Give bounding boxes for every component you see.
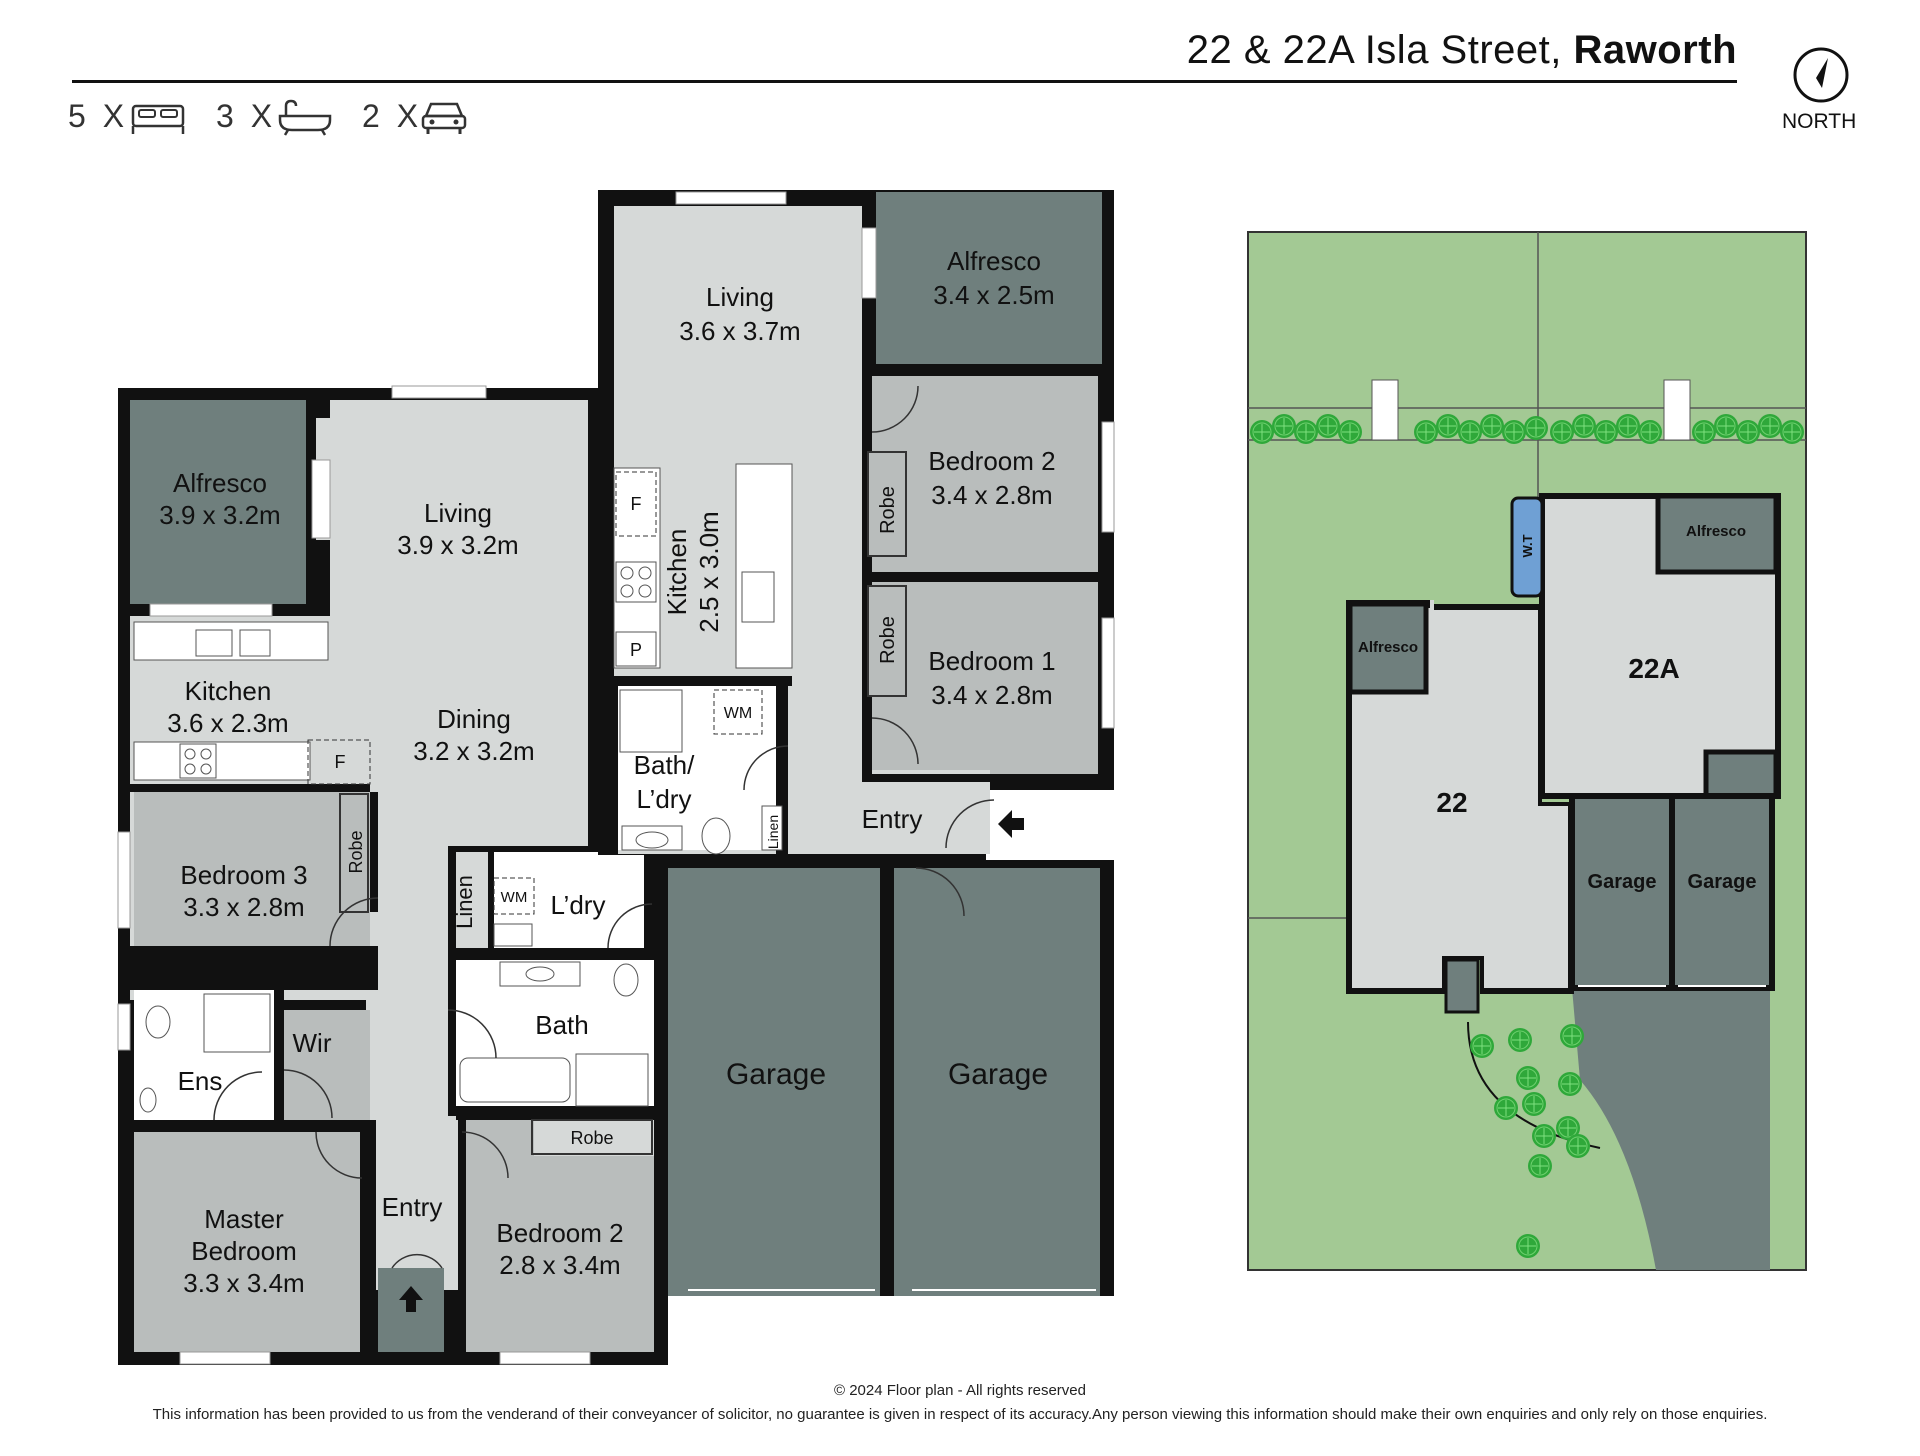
bathroom-count: 3 X	[216, 98, 277, 134]
robe-bedroom-2-22a-label: Robe	[877, 486, 899, 534]
kitchen-22a-dim: 2.5 x 3.0m	[694, 511, 724, 632]
linen-22a-label: Linen	[765, 815, 781, 849]
room-garage-22a	[894, 868, 1112, 1296]
car-count: 2 X	[362, 98, 423, 134]
unit-22-plan	[117, 385, 1114, 1365]
bedroom-2-22a-label: Bedroom 2	[928, 446, 1055, 476]
garage-22a-label: Garage	[948, 1058, 1048, 1091]
bedroom-count: 5 X	[68, 98, 129, 134]
laundry-22-label: L’dry	[551, 890, 606, 920]
bedroom-2-22-label: Bedroom 2	[496, 1218, 623, 1248]
site-unit-22-label: 22	[1436, 787, 1467, 818]
fridge-22a-label: F	[631, 494, 642, 514]
wm-22-label: WM	[501, 889, 528, 906]
bedroom-1-label: Bedroom 1	[928, 646, 1055, 676]
living-22-dim: 3.9 x 3.2m	[397, 530, 518, 560]
robe-bedroom-2-22-label: Robe	[570, 1128, 613, 1148]
address-suburb: Raworth	[1573, 28, 1737, 72]
room-master-bedroom	[134, 1132, 360, 1352]
bedroom-2-22-dim: 2.8 x 3.4m	[499, 1250, 620, 1280]
room-alfresco-22	[130, 400, 306, 604]
site-unit-22a-label: 22A	[1628, 653, 1679, 684]
address-street: 22 & 22A Isla Street,	[1186, 28, 1574, 72]
garage-22-label: Garage	[726, 1058, 826, 1091]
bath-laundry-22a-label-1: Bath/	[634, 750, 695, 780]
alfresco-22a-label: Alfresco	[947, 246, 1041, 276]
room-bedroom-2-22a	[872, 376, 1098, 572]
room-wir	[284, 1010, 370, 1120]
ensuite-label: Ens	[178, 1066, 223, 1096]
alfresco-22-label: Alfresco	[173, 468, 267, 498]
master-bedroom-dim: 3.3 x 3.4m	[183, 1268, 304, 1298]
pantry-label: P	[630, 640, 642, 660]
wir-label: Wir	[293, 1028, 332, 1058]
copyright-notice: © 2024 Floor plan - All rights reserved	[833, 1382, 1086, 1399]
bedroom-1-dim: 3.4 x 2.8m	[931, 680, 1052, 710]
wm-22a-label: WM	[724, 705, 752, 722]
bedroom-2-22a-dim: 3.4 x 2.8m	[931, 480, 1052, 510]
site-garage-22-label: Garage	[1588, 871, 1657, 893]
fridge-22-label: F	[335, 752, 346, 772]
bath-22-label: Bath	[535, 1010, 589, 1040]
living-22-label: Living	[424, 498, 492, 528]
robe-bedroom-3-label: Robe	[346, 830, 366, 873]
water-tank-label: W.T	[1520, 534, 1535, 557]
alfresco-22-dim: 3.9 x 3.2m	[159, 500, 280, 530]
unit-22a-plan	[598, 190, 1115, 917]
master-bedroom-label-1: Master	[204, 1204, 284, 1234]
site-plan	[1247, 231, 1807, 1271]
compass-icon	[1793, 47, 1849, 103]
site-alfresco-22-label: Alfresco	[1358, 639, 1418, 656]
north-label: NORTH	[1782, 110, 1857, 133]
bed-icon	[131, 104, 185, 134]
entry-22a-label: Entry	[862, 804, 923, 834]
room-alfresco-22a	[876, 192, 1102, 364]
alfresco-22a-dim: 3.4 x 2.5m	[933, 280, 1054, 310]
site-garage-22a-label: Garage	[1688, 871, 1757, 893]
room-bedroom-2-22	[464, 1120, 654, 1352]
entry-22-label: Entry	[382, 1192, 443, 1222]
kitchen-22-label: Kitchen	[185, 676, 272, 706]
property-address: 22 & 22A Isla Street, Raworth	[1187, 28, 1737, 73]
living-22a-dim: 3.6 x 3.7m	[679, 316, 800, 346]
master-bedroom-label-2: Bedroom	[191, 1236, 297, 1266]
linen-22-label: Linen	[452, 875, 477, 929]
bath-icon	[278, 99, 332, 136]
car-icon	[421, 102, 467, 134]
dining-dim: 3.2 x 3.2m	[413, 736, 534, 766]
kitchen-22-dim: 3.6 x 2.3m	[167, 708, 288, 738]
bath-laundry-22a-label-2: L’dry	[637, 784, 692, 814]
disclaimer-text: This information has been provided to us…	[152, 1406, 1768, 1423]
robe-bedroom-1-label: Robe	[877, 616, 899, 664]
room-bedroom-3	[134, 792, 370, 946]
room-bedroom-1	[872, 582, 1098, 774]
living-22a-label: Living	[706, 282, 774, 312]
room-entry-22	[376, 1120, 458, 1256]
dining-label: Dining	[437, 704, 511, 734]
room-garage-22	[668, 868, 880, 1296]
bedroom-3-dim: 3.3 x 2.8m	[183, 892, 304, 922]
site-alfresco-22a-label: Alfresco	[1686, 523, 1746, 540]
kitchen-22a-label: Kitchen	[662, 529, 692, 616]
header-rule	[72, 80, 1737, 83]
bedroom-3-label: Bedroom 3	[180, 860, 307, 890]
